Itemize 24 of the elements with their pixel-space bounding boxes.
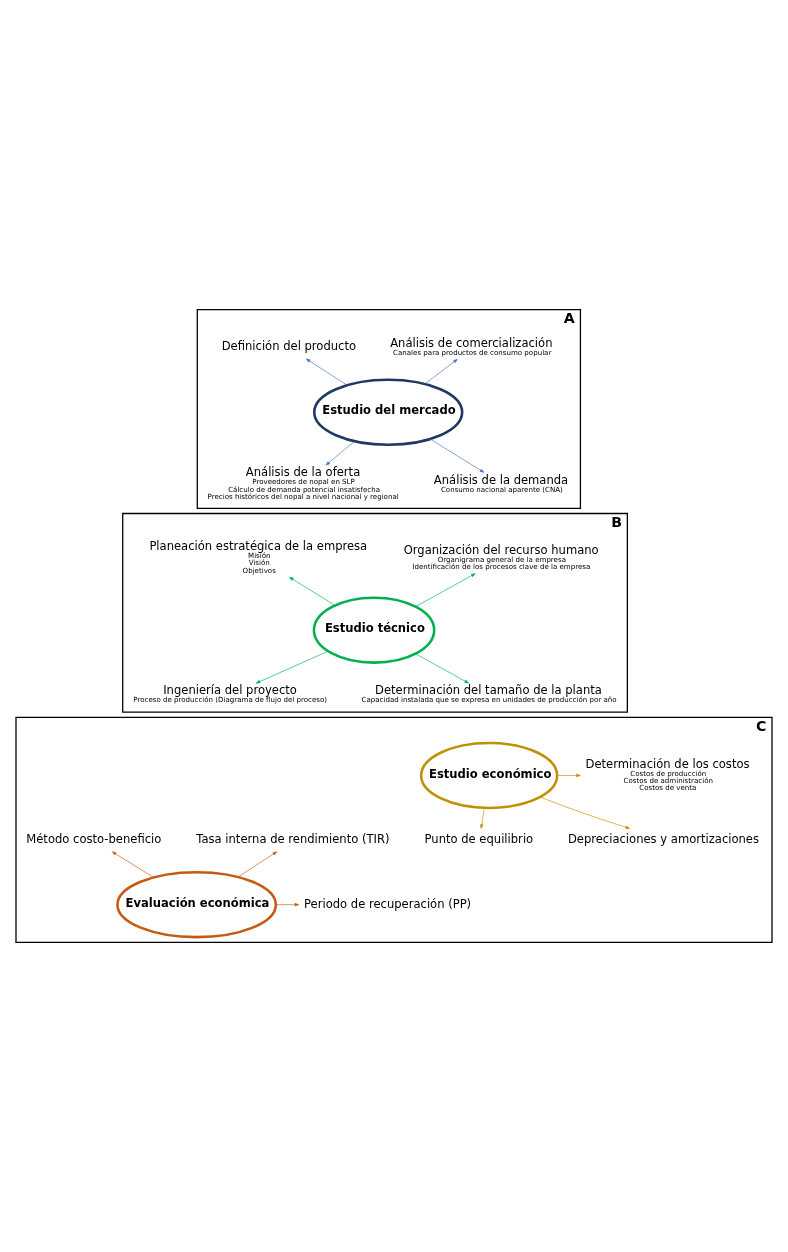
arrow bbox=[255, 650, 329, 684]
node-text: Periodo de recuperación (PP) bbox=[304, 896, 472, 911]
arrow bbox=[424, 359, 458, 385]
node-ellipse: Estudio económico bbox=[419, 741, 559, 810]
node-text: Definición del producto bbox=[221, 339, 357, 354]
arrow bbox=[539, 796, 630, 829]
node-ellipse: Estudio del mercado bbox=[313, 378, 464, 446]
node-text: Depreciaciones y amortizaciones bbox=[567, 831, 760, 846]
node-ellipse: Estudio técnico bbox=[312, 596, 436, 664]
arrow bbox=[480, 807, 485, 829]
node-text: Método costo-beneficio bbox=[26, 831, 162, 846]
arrow bbox=[305, 358, 348, 386]
node-ellipse: Evaluación económica bbox=[116, 870, 278, 939]
arrow bbox=[111, 851, 154, 878]
arrow bbox=[556, 773, 581, 778]
node-text: Punto de equilibrio bbox=[424, 831, 534, 846]
arrow bbox=[415, 653, 469, 684]
arrow bbox=[415, 573, 476, 607]
arrow bbox=[289, 576, 336, 606]
arrow bbox=[325, 440, 355, 466]
arrow bbox=[429, 438, 485, 473]
arrow bbox=[275, 903, 300, 907]
node-text: Tasa interna de rendimiento (TIR) bbox=[196, 831, 390, 846]
arrow bbox=[237, 851, 278, 878]
